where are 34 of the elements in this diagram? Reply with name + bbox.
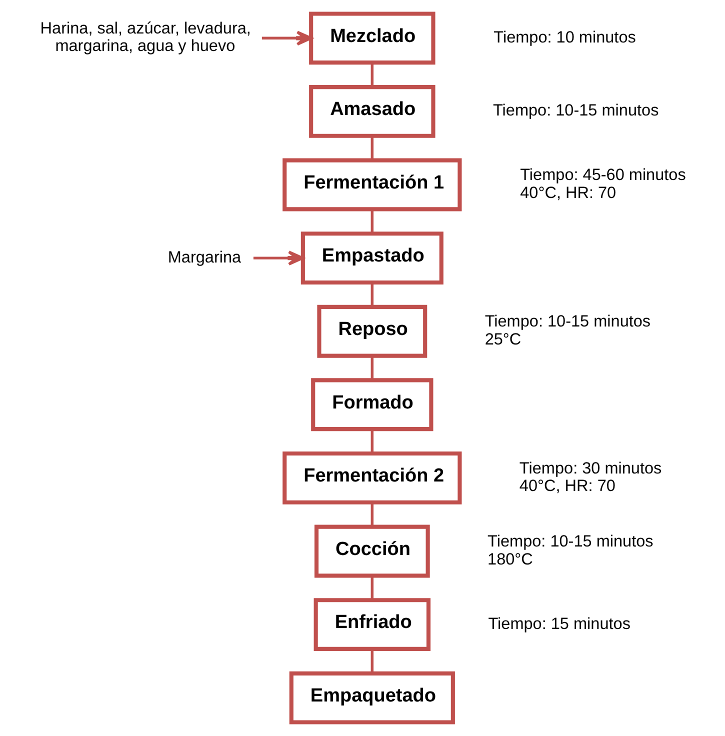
node-box: Enfriado: [313, 598, 430, 651]
arrow: [252, 250, 304, 266]
node-box: Empastado: [300, 232, 443, 285]
node-label: Tiempo: 10-15 minutos: [492, 102, 658, 120]
connector: [370, 209, 374, 234]
connector: [370, 282, 374, 307]
node-label: 25°C: [484, 330, 521, 348]
connector: [370, 576, 374, 600]
node-label: Tiempo: 30 minutos: [518, 459, 662, 478]
node-label: 40°C, HR: 70: [518, 476, 615, 495]
node-box: Reposo: [316, 304, 427, 358]
node-label: Tiempo: 45-60 minutos: [520, 166, 686, 184]
node-label: 180°C: [487, 550, 532, 568]
node-box: Formado: [310, 378, 433, 432]
node-box: Cocción: [314, 524, 430, 578]
node-box: Fermentación 2: [282, 451, 462, 504]
connector: [370, 649, 374, 674]
node-box: Mezclado: [308, 12, 435, 65]
node-label: 40°C, HR: 70: [520, 184, 616, 202]
node-label: Tiempo: 10-15 minutos: [484, 312, 650, 331]
node-text: Margarina: [167, 248, 241, 266]
connector: [370, 62, 374, 87]
node-box: Empaquetado: [288, 671, 454, 724]
connector: [370, 356, 374, 380]
connector: [370, 429, 374, 454]
connector: [370, 136, 374, 160]
node-text: Harina, sal, azúcar, levadura, margarina, agua y huevo: [40, 20, 250, 56]
node-box: Amasado: [308, 85, 435, 138]
node-label: Tiempo: 10 minutos: [493, 28, 636, 46]
node-box: Fermentación 1: [282, 158, 462, 212]
node-label: Tiempo: 15 minutos: [488, 614, 630, 633]
node-label: Tiempo: 10-15 minutos: [487, 532, 653, 551]
arrow: [261, 30, 312, 46]
connector: [370, 502, 374, 526]
